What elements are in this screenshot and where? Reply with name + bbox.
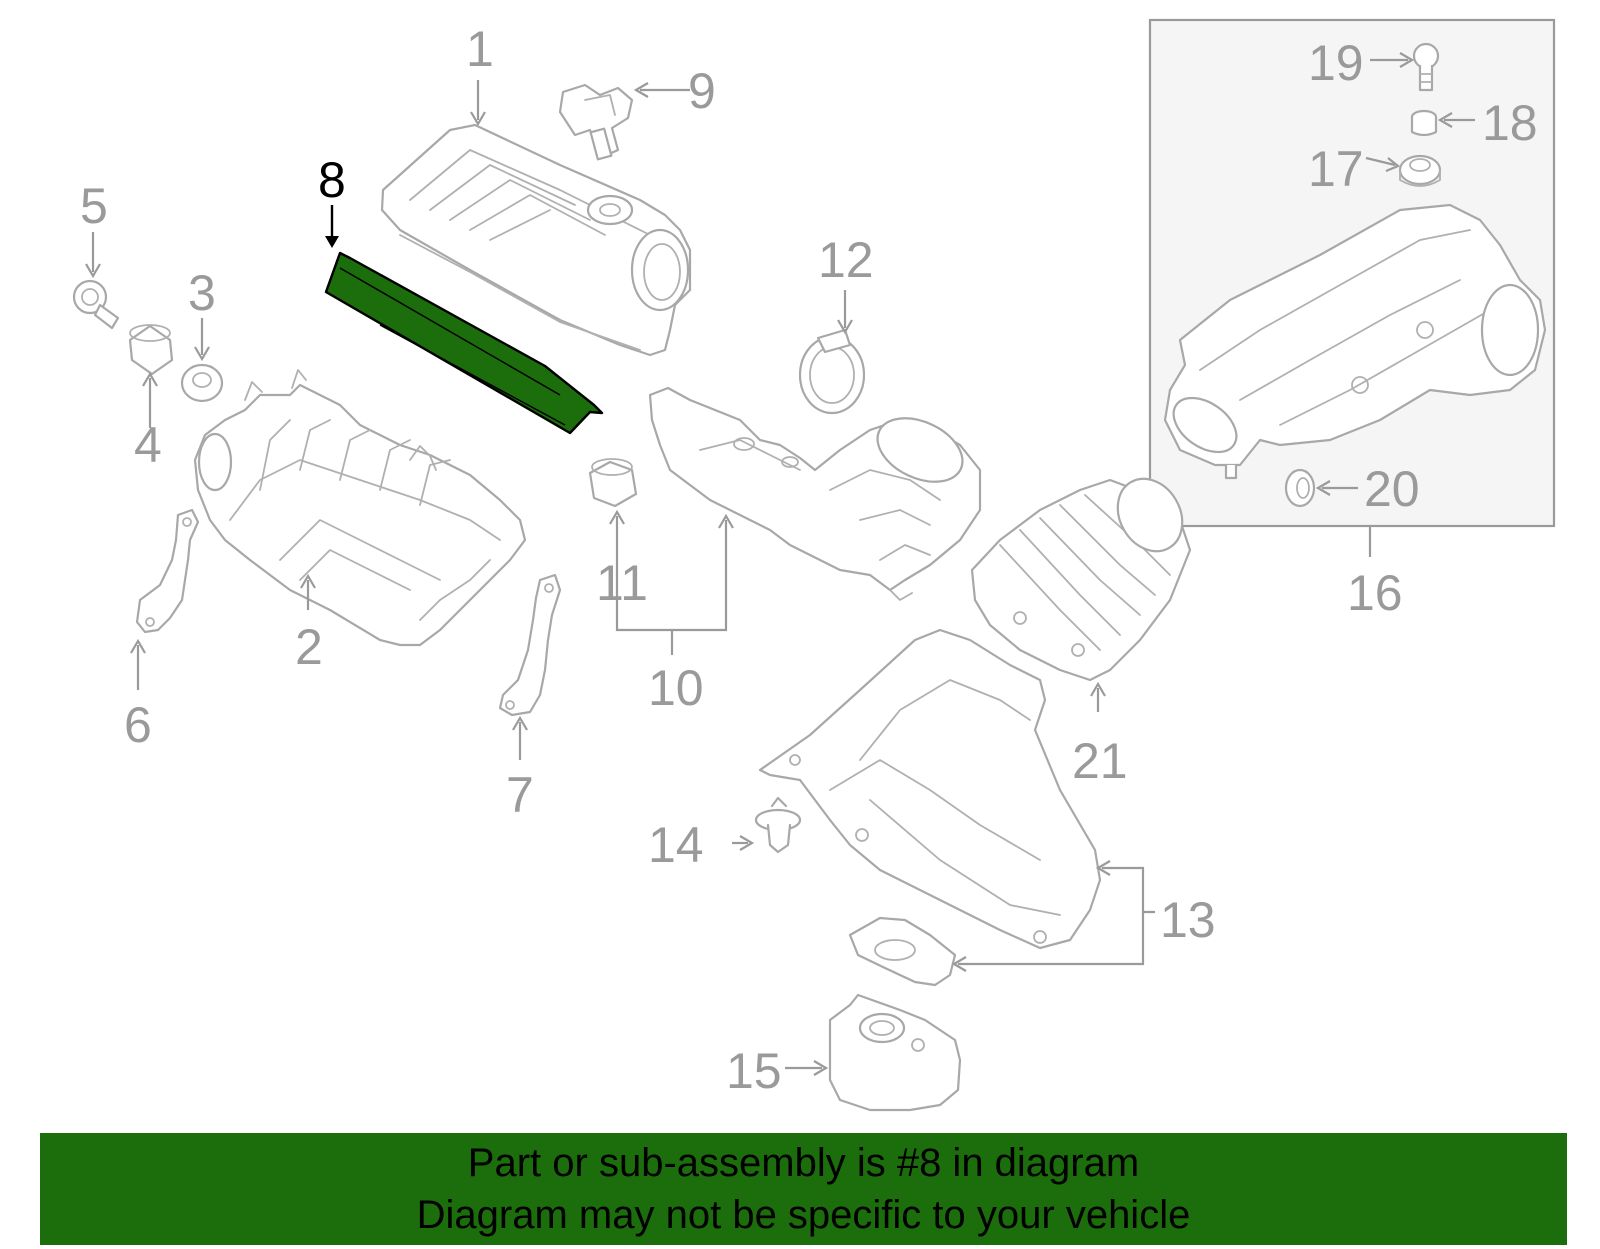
part-15-resonator[interactable] [828, 993, 962, 1112]
callout-14: 14 [648, 817, 704, 873]
part-12-hose-clamp[interactable] [798, 328, 866, 415]
part-13-lower-duct[interactable] [758, 628, 1102, 950]
callout-1: 1 [466, 21, 494, 77]
part-4-collar[interactable] [128, 324, 174, 376]
callout-19: 19 [1308, 35, 1364, 91]
part-8-air-filter[interactable] [324, 251, 604, 435]
callouts: 1 9 8 5 3 4 2 6 7 11 10 12 21 13 14 15 1… [80, 21, 1538, 1099]
part-16-upper-duct[interactable] [1163, 203, 1547, 480]
callout-13: 13 [1160, 892, 1216, 948]
part-20-clip[interactable] [1284, 468, 1316, 508]
callout-10: 10 [648, 660, 704, 716]
part-19-bolt[interactable] [1412, 42, 1440, 92]
part-21-bellows[interactable] [970, 467, 1195, 682]
callout-9: 9 [688, 63, 716, 119]
part-11-collar[interactable] [588, 458, 638, 508]
banner-line-disclaimer: Diagram may not be specific to your vehi… [416, 1193, 1191, 1237]
part-2-lower-case[interactable] [193, 369, 527, 647]
callout-4: 4 [134, 417, 162, 473]
callout-5: 5 [80, 178, 108, 234]
part-10-intake-duct[interactable] [648, 386, 982, 601]
callout-8[interactable]: 8 [318, 152, 346, 208]
info-banner: Part or sub-assembly is #8 in diagram Di… [40, 1133, 1567, 1245]
part-18-collar[interactable] [1410, 109, 1438, 137]
callout-18: 18 [1482, 95, 1538, 151]
callout-3: 3 [188, 265, 216, 321]
banner-line-part: Part or sub-assembly is #8 in diagram [467, 1141, 1140, 1185]
callout-15: 15 [726, 1043, 782, 1099]
part-9-sensor[interactable] [558, 83, 634, 161]
callout-11: 11 [596, 555, 648, 611]
callout-2: 2 [295, 619, 323, 675]
callout-21: 21 [1072, 733, 1128, 789]
part-3-grommet[interactable] [180, 363, 224, 403]
callout-6: 6 [124, 697, 152, 753]
part-6-bracket[interactable] [135, 508, 200, 634]
part-17-grommet[interactable] [1398, 154, 1442, 187]
part-5-bolt[interactable] [72, 279, 120, 330]
callout-20: 20 [1364, 461, 1420, 517]
callout-7: 7 [506, 767, 534, 823]
callout-12: 12 [818, 232, 874, 288]
leader-lines [85, 52, 1475, 1076]
callout-16: 16 [1347, 565, 1403, 621]
callout-17: 17 [1308, 141, 1364, 197]
part-7-bracket[interactable] [498, 573, 562, 717]
part-14-clip[interactable] [754, 796, 802, 854]
part-13-bracket[interactable] [848, 916, 957, 987]
part-1-upper-cover[interactable] [380, 123, 692, 357]
